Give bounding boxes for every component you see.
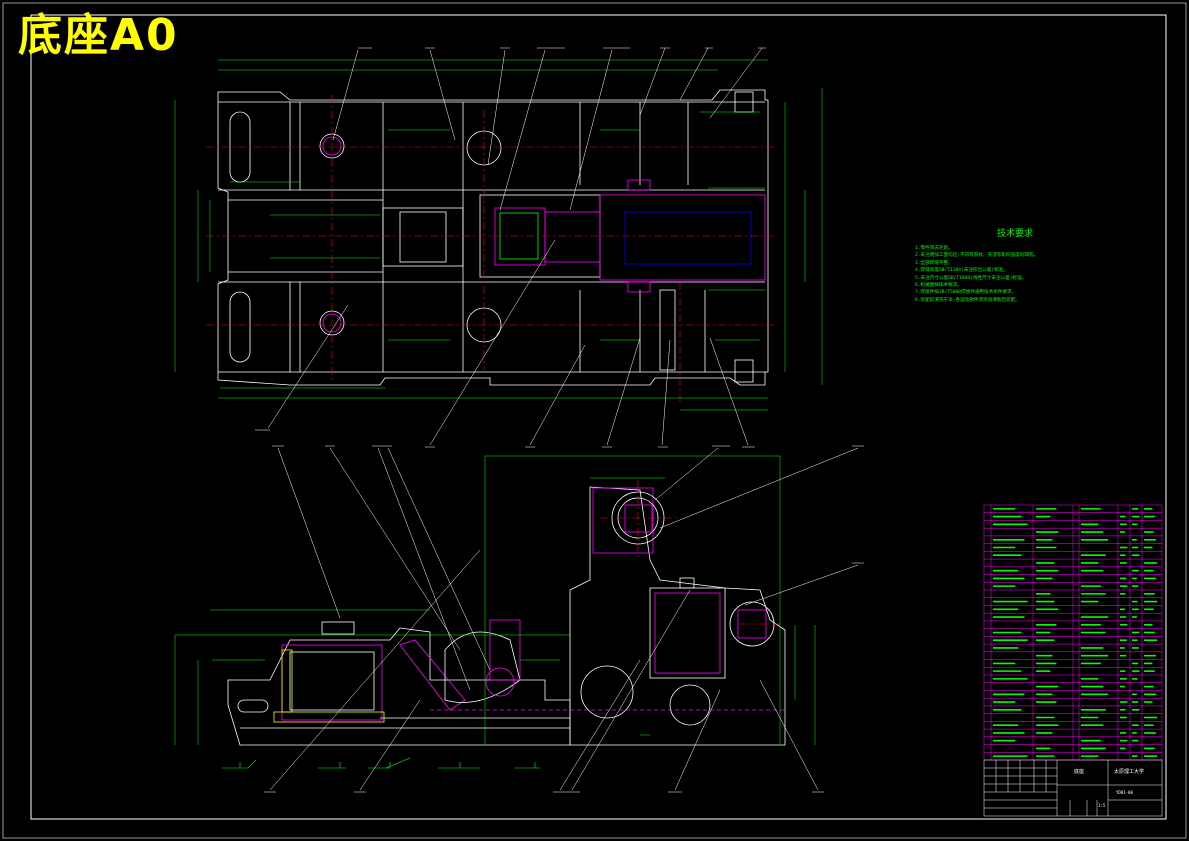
tb-drawing-no: YD01-00	[1116, 790, 1133, 795]
leader-line	[487, 49, 506, 166]
inclined-link	[399, 639, 466, 711]
leader-line	[759, 679, 819, 791]
weld-symbols	[222, 757, 540, 769]
hatched-plate	[281, 649, 293, 713]
tech-req-item: 6.机械图样技术要求。	[915, 283, 962, 289]
front-view	[227, 480, 786, 746]
tb-part-name: 底座	[1074, 769, 1085, 775]
tech-req-item: 7.焊接件按JB/T5000焊接件通用技术条件要求。	[915, 290, 1017, 296]
clevis-top	[627, 179, 651, 191]
tb-scale: 1:5	[1098, 803, 1106, 808]
clevis-bottom	[627, 281, 651, 293]
hatched-plate	[273, 711, 385, 723]
box-section-inner	[289, 651, 375, 711]
front-view-dimensions	[174, 455, 816, 745]
weld-symbol	[222, 759, 257, 769]
leader-line	[529, 344, 586, 446]
tech-req-item: 1.零件须去毛刺。	[915, 246, 953, 251]
leader-line	[387, 447, 491, 671]
title-block-text: 底座 太原理工大学 YD01-00 1:5	[984, 760, 1162, 816]
cylinder-bore	[624, 211, 752, 265]
top-view	[206, 89, 775, 405]
leader-line	[654, 447, 719, 501]
title-block-frame	[983, 759, 1163, 817]
leader-line	[606, 337, 641, 446]
lower-bore-2	[669, 684, 711, 726]
inner-frame	[30, 14, 1167, 820]
tech-req-list: 1.零件须去毛刺。 2.未注明加工面均应:不得有裂纹、夹渣等影响强度的缺陷。 3…	[915, 245, 1115, 304]
leader-line	[674, 689, 721, 791]
leader-line	[277, 447, 341, 619]
parts-fill	[993, 508, 1158, 757]
tech-req-item: 4.焊缝高度GB/T1184(未注形位公差)标准。	[915, 268, 1008, 274]
parts-list	[983, 504, 1163, 761]
leader-line	[569, 49, 613, 211]
technical-requirements: 技术要求 1.零件须去毛刺。 2.未注明加工面均应:不得有裂纹、夹渣等影响强度的…	[915, 226, 1115, 304]
column-block-inner	[654, 592, 721, 674]
leader-line	[359, 699, 421, 791]
weld-symbol	[515, 762, 540, 769]
leader-line	[659, 447, 859, 529]
end-block	[734, 359, 754, 383]
weld-symbol	[368, 757, 411, 769]
leader-line	[559, 659, 641, 791]
leader-line	[744, 564, 859, 606]
leader-line	[429, 49, 456, 141]
weld-symbol	[438, 762, 480, 769]
cylinder-rod	[544, 211, 601, 263]
tech-req-item: 2.未注明加工面均应:不得有裂纹、夹渣等影响强度的缺陷。	[915, 253, 1039, 259]
slide-block-inner	[399, 211, 447, 263]
vertical-plate	[659, 289, 676, 371]
leader-line	[639, 47, 666, 116]
leader-line	[709, 337, 749, 446]
leader-line	[429, 239, 556, 446]
roller	[485, 667, 515, 697]
weld-symbol	[318, 762, 346, 769]
front-view-leaders	[264, 445, 864, 793]
leader-line	[499, 49, 546, 211]
column-outline	[569, 486, 786, 746]
head-square	[624, 504, 653, 533]
lower-bore	[580, 665, 634, 719]
leader-line	[571, 589, 691, 791]
column-head	[592, 487, 654, 554]
right-pin-block	[737, 609, 767, 639]
slot	[237, 699, 269, 713]
tech-req-title: 技术要求	[996, 229, 1033, 239]
tb-school: 太原理工大学	[1114, 769, 1145, 775]
title-block	[983, 759, 1163, 817]
parts-rows	[984, 512, 1162, 753]
tech-req-item: 5.未注尺寸公差GB/T1804(线性尺寸未注公差)标准。	[915, 275, 1027, 281]
leader-line	[332, 49, 359, 141]
leader-line	[329, 447, 461, 651]
leader-line	[661, 339, 671, 446]
drawing-title: 底座A0	[18, 10, 179, 61]
leader-line	[709, 47, 763, 119]
cylinder-head	[494, 207, 546, 266]
slot	[229, 291, 251, 363]
leader-line	[269, 549, 481, 791]
slide-block	[382, 207, 464, 267]
top-view-leaders	[255, 47, 766, 448]
top-view-outline	[217, 89, 769, 386]
leader-line	[377, 447, 471, 691]
base-outline	[227, 627, 571, 746]
top-fixture	[321, 621, 355, 635]
leader-line	[679, 47, 709, 101]
seat-block	[489, 619, 521, 681]
column-block	[649, 587, 726, 679]
tech-req-item: 3.全部焊缝平整。	[915, 260, 953, 266]
leader-line	[267, 304, 349, 429]
arc-seat	[444, 631, 521, 703]
box-section	[281, 644, 383, 721]
top-fixture	[679, 577, 695, 589]
top-view-dimensions	[174, 59, 823, 411]
tech-req-item: 8.装配前清洗干净,各运动部件须涂润滑脂后装配。	[915, 297, 1020, 303]
